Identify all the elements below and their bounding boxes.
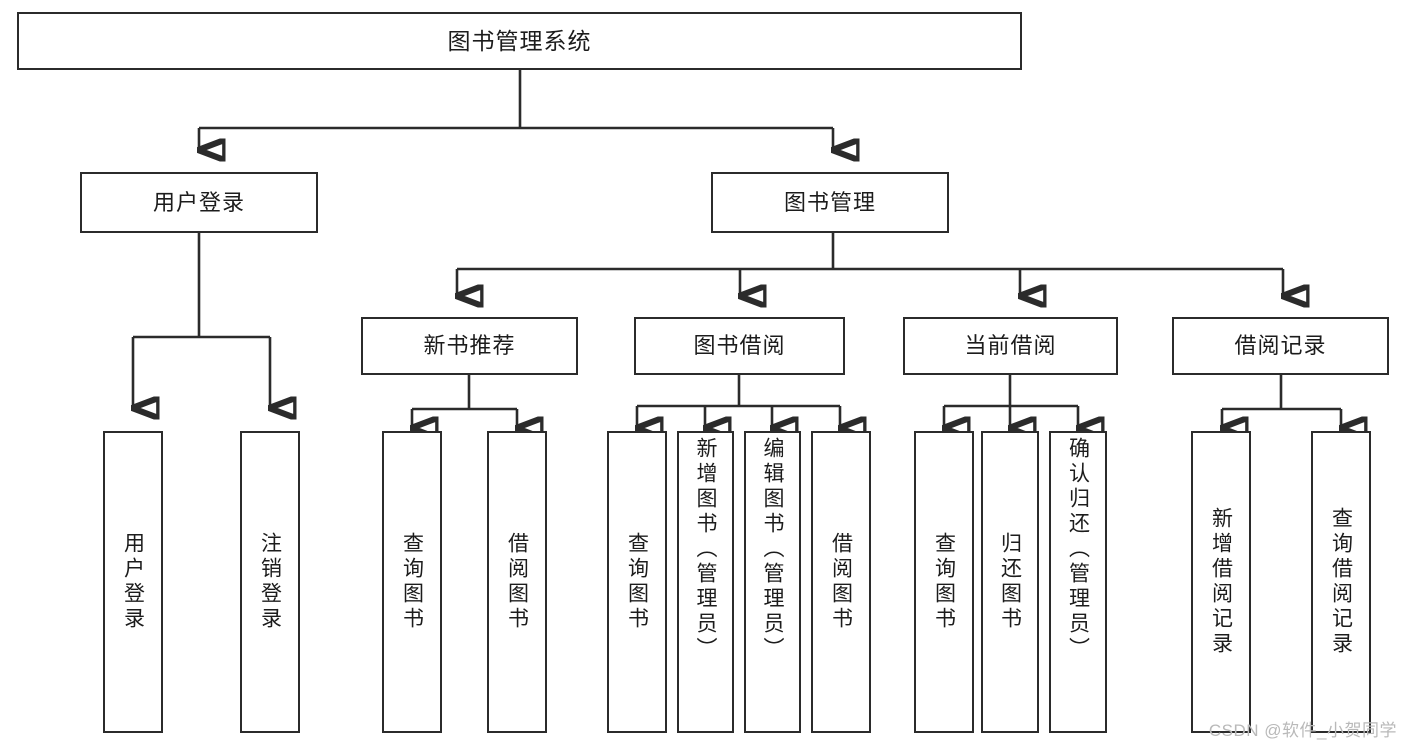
leaf-new-book-borrow-label: 借阅图书 [505,532,529,632]
leaf-borrow-edit-book-label: 编辑图书（管理员） [761,437,784,662]
node-new-book-recommend[interactable]: 新书推荐 [361,317,578,375]
leaf-record-add[interactable]: 新增借阅记录 [1191,431,1251,733]
node-current-borrow[interactable]: 当前借阅 [903,317,1118,375]
leaf-borrow-borrow-book-label: 借阅图书 [829,532,853,632]
node-book-management-label: 图书管理 [783,189,876,215]
leaf-current-query-book[interactable]: 查询图书 [914,431,974,733]
leaf-record-query-label: 查询借阅记录 [1329,507,1353,657]
leaf-borrow-add-book-label: 新增图书（管理员） [694,437,717,662]
leaf-borrow-add-book[interactable]: 新增图书（管理员） [677,431,734,733]
leaf-user-login-logout[interactable]: 注销登录 [240,431,300,733]
leaf-user-login-login[interactable]: 用户登录 [103,431,163,733]
leaf-new-book-query-label: 查询图书 [400,532,424,632]
csdn-watermark: CSDN @软件_小贺同学 [1208,721,1397,740]
leaf-current-return-book-label: 归还图书 [998,532,1022,632]
node-root-label: 图书管理系统 [447,27,592,54]
leaf-user-login-login-label: 用户登录 [121,532,145,632]
node-borrow-record-label: 借阅记录 [1234,333,1327,359]
node-user-login-label: 用户登录 [152,189,245,215]
leaf-current-query-book-label: 查询图书 [932,532,956,632]
leaf-current-return-book[interactable]: 归还图书 [981,431,1039,733]
leaf-current-confirm-return-label: 确认归还（管理员） [1066,437,1090,662]
leaf-current-confirm-return[interactable]: 确认归还（管理员） [1049,431,1107,733]
leaf-user-login-logout-label: 注销登录 [258,532,282,632]
node-current-borrow-label: 当前借阅 [964,333,1057,359]
leaf-record-query[interactable]: 查询借阅记录 [1311,431,1371,733]
leaf-borrow-query-book-label: 查询图书 [625,532,649,632]
leaf-new-book-borrow[interactable]: 借阅图书 [487,431,547,733]
node-borrow-record[interactable]: 借阅记录 [1172,317,1389,375]
node-root[interactable]: 图书管理系统 [17,12,1022,70]
leaf-borrow-edit-book[interactable]: 编辑图书（管理员） [744,431,801,733]
leaf-borrow-query-book[interactable]: 查询图书 [607,431,667,733]
node-book-management[interactable]: 图书管理 [711,172,949,233]
node-new-book-recommend-label: 新书推荐 [423,333,516,359]
node-book-borrow[interactable]: 图书借阅 [634,317,845,375]
leaf-record-add-label: 新增借阅记录 [1209,507,1233,657]
leaf-new-book-query[interactable]: 查询图书 [382,431,442,733]
node-book-borrow-label: 图书借阅 [693,333,786,359]
leaf-borrow-borrow-book[interactable]: 借阅图书 [811,431,871,733]
node-user-login[interactable]: 用户登录 [80,172,318,233]
